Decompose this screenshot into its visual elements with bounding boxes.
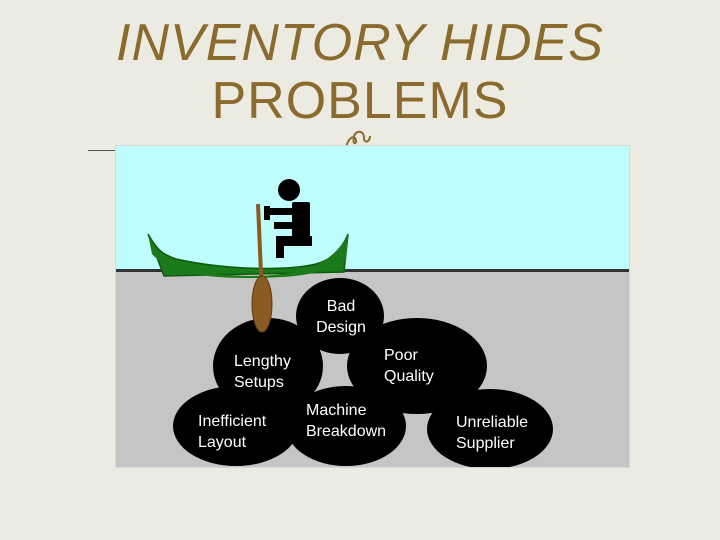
paddle-blade xyxy=(252,276,272,332)
slide-title: INVENTORY HIDES PROBLEMS xyxy=(0,14,720,130)
water-area xyxy=(116,146,629,270)
title-line-1: INVENTORY HIDES xyxy=(116,14,604,72)
rock-label-inefficient-layout: Inefficient Layout xyxy=(198,411,266,453)
rock-label-machine-breakdown: Machine Breakdown xyxy=(306,400,386,442)
rock-label-lengthy-setups: Lengthy Setups xyxy=(234,351,291,393)
rock-label-poor-quality: Poor Quality xyxy=(384,345,434,387)
rock-label-bad-design: Bad Design xyxy=(311,296,371,338)
boat-scene: Bad Design Lengthy Setups Poor Quality I… xyxy=(115,145,630,468)
title-line-2: PROBLEMS xyxy=(212,72,509,130)
rock-label-unreliable-supplier: Unreliable Supplier xyxy=(456,412,528,454)
